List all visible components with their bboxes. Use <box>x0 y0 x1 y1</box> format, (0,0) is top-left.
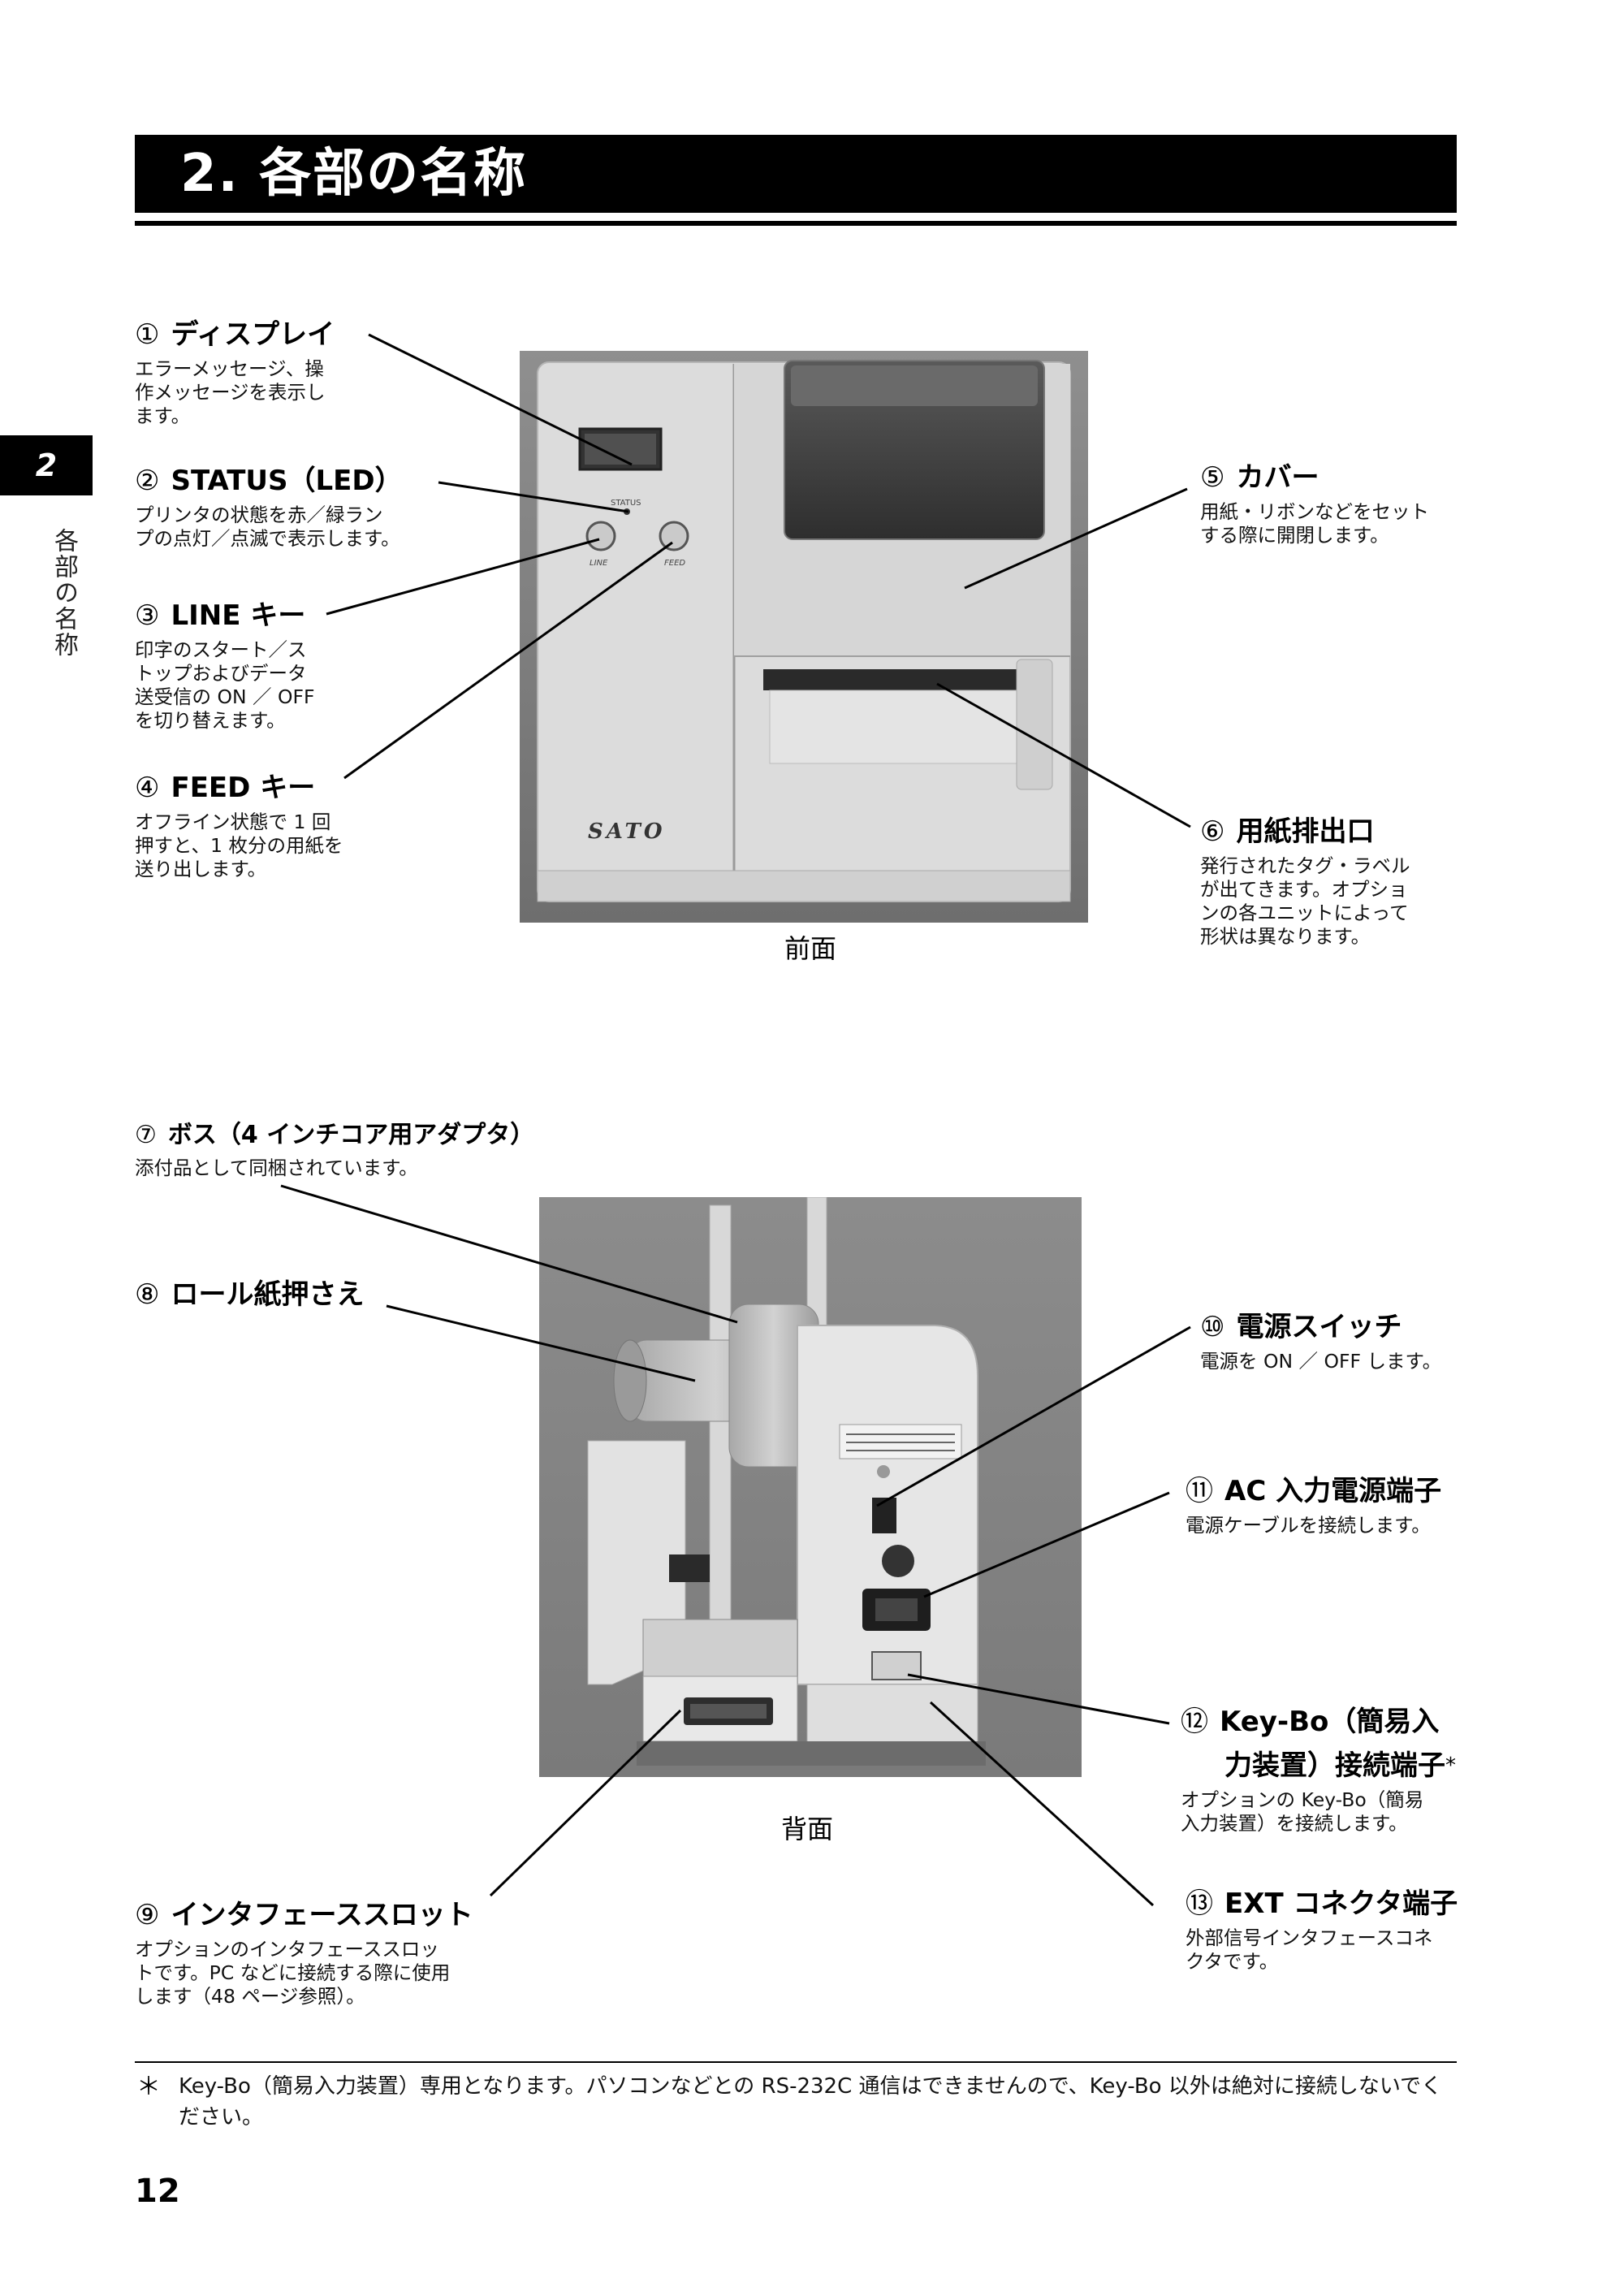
back-photo <box>539 1197 1082 1777</box>
chapter-tab: 2 <box>0 435 93 495</box>
title-underline <box>135 221 1457 226</box>
front-line-label: LINE <box>590 559 608 568</box>
page-number: 12 <box>135 2173 180 2210</box>
front-status-label: STATUS <box>611 499 641 508</box>
footnote-mark: ＊ <box>136 2073 161 2101</box>
front-feed-label: FEED <box>664 559 685 568</box>
back-caption: 背面 <box>781 1814 834 1844</box>
front-caption: 前面 <box>784 933 837 964</box>
front-photo: STATUS LINE FEED SATO <box>520 351 1088 923</box>
footnote-rule <box>135 2061 1457 2063</box>
chapter-side-title: 各部の名称 <box>50 528 78 658</box>
page-title: 2. 各部の名称 <box>135 135 1457 213</box>
footnote-text: Key-Bo（簡易入力装置）専用となります。パソコンなどとの RS-232C 通… <box>179 2074 1443 2130</box>
front-brand-logo: SATO <box>588 819 666 844</box>
